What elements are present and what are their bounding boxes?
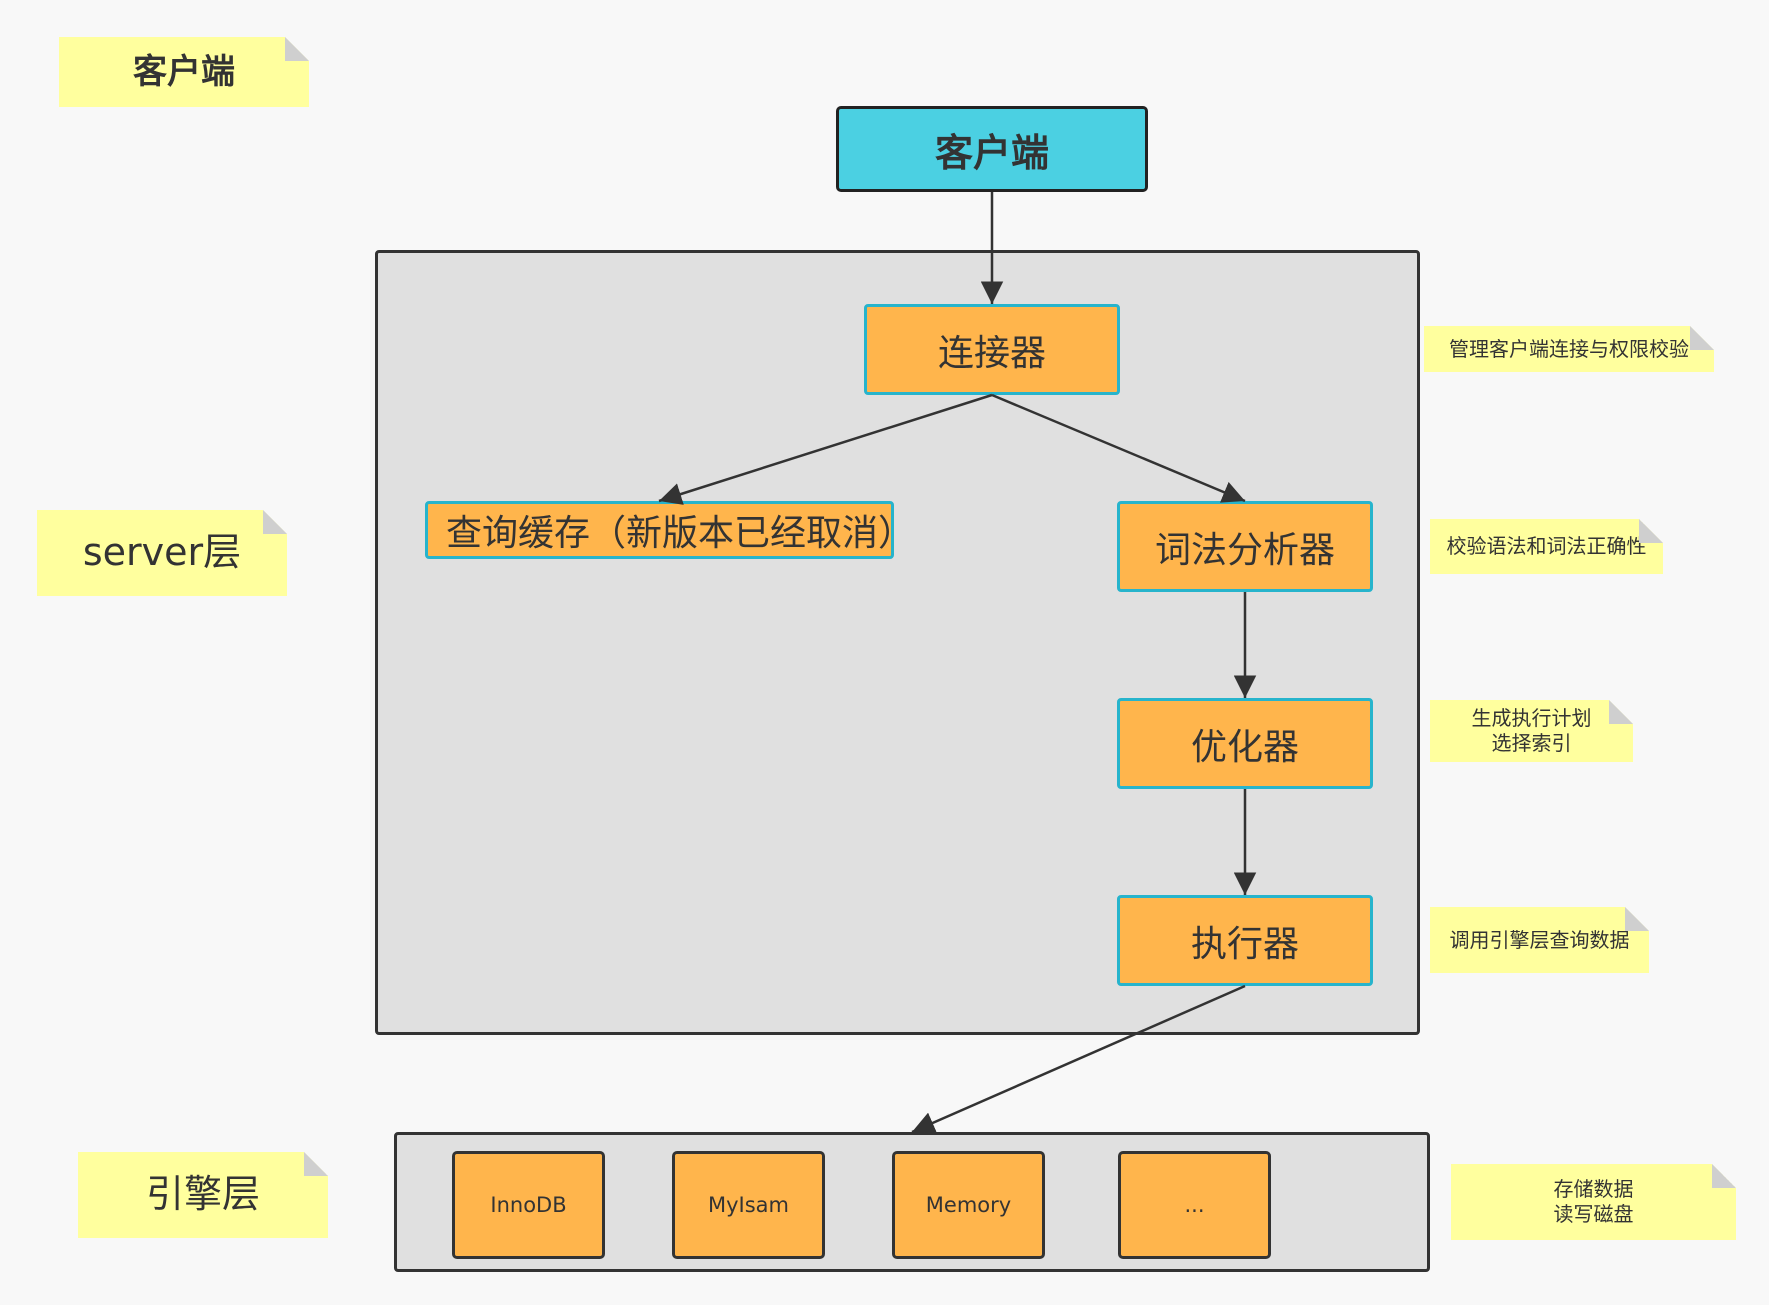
engine-node-myisam: MyIsam (672, 1151, 825, 1259)
note-executor: 调用引擎层查询数据 (1430, 907, 1649, 973)
layer-label-server: server层 (37, 510, 287, 596)
arrow-executor-to-engine (911, 984, 1246, 1134)
engine-node-more: ... (1118, 1151, 1271, 1259)
optimizer-node-label: 优化器 (1190, 726, 1299, 768)
layer-label-engine: 引擎层 (78, 1152, 328, 1238)
engine-node-more-label: ... (1184, 1193, 1205, 1217)
note-engine: 存储数据 读写磁盘 (1451, 1164, 1736, 1240)
arrow-connector-to-lexer (991, 393, 1246, 503)
engine-node-memory: Memory (892, 1151, 1045, 1259)
note-engine-text: 存储数据 读写磁盘 (1553, 1177, 1634, 1226)
layer-label-server-text: server层 (82, 530, 242, 575)
note-executor-text: 调用引擎层查询数据 (1449, 927, 1630, 952)
note-connector: 管理客户端连接与权限校验 (1424, 326, 1714, 372)
note-optimizer-text: 生成执行计划 选择索引 (1471, 706, 1592, 755)
engine-node-memory-label: Memory (925, 1193, 1012, 1217)
note-lexer-text: 校验语法和词法正确性 (1446, 534, 1647, 558)
optimizer-node: 优化器 (1117, 698, 1373, 789)
layer-label-engine-text: 引擎层 (145, 1172, 260, 1217)
layer-label-client-text: 客户端 (133, 51, 235, 92)
connector-node: 连接器 (864, 304, 1120, 395)
lexer-node: 词法分析器 (1117, 501, 1373, 592)
lexer-node-label: 词法分析器 (1154, 529, 1335, 571)
client-node: 客户端 (836, 106, 1148, 192)
note-optimizer: 生成执行计划 选择索引 (1430, 700, 1633, 762)
client-node-label: 客户端 (934, 130, 1049, 175)
engine-node-innodb-label: InnoDB (490, 1193, 567, 1217)
query-cache-node-label: 查询缓存（新版本已经取消） (446, 513, 915, 554)
engine-node-myisam-label: MyIsam (707, 1193, 789, 1217)
executor-node-label: 执行器 (1190, 923, 1299, 965)
executor-node: 执行器 (1117, 895, 1373, 986)
note-connector-text: 管理客户端连接与权限校验 (1449, 336, 1689, 361)
note-lexer: 校验语法和词法正确性 (1430, 519, 1663, 574)
connector-node-label: 连接器 (937, 332, 1046, 374)
engine-node-innodb: InnoDB (452, 1151, 605, 1259)
arrow-connector-to-query-cache (658, 393, 993, 505)
